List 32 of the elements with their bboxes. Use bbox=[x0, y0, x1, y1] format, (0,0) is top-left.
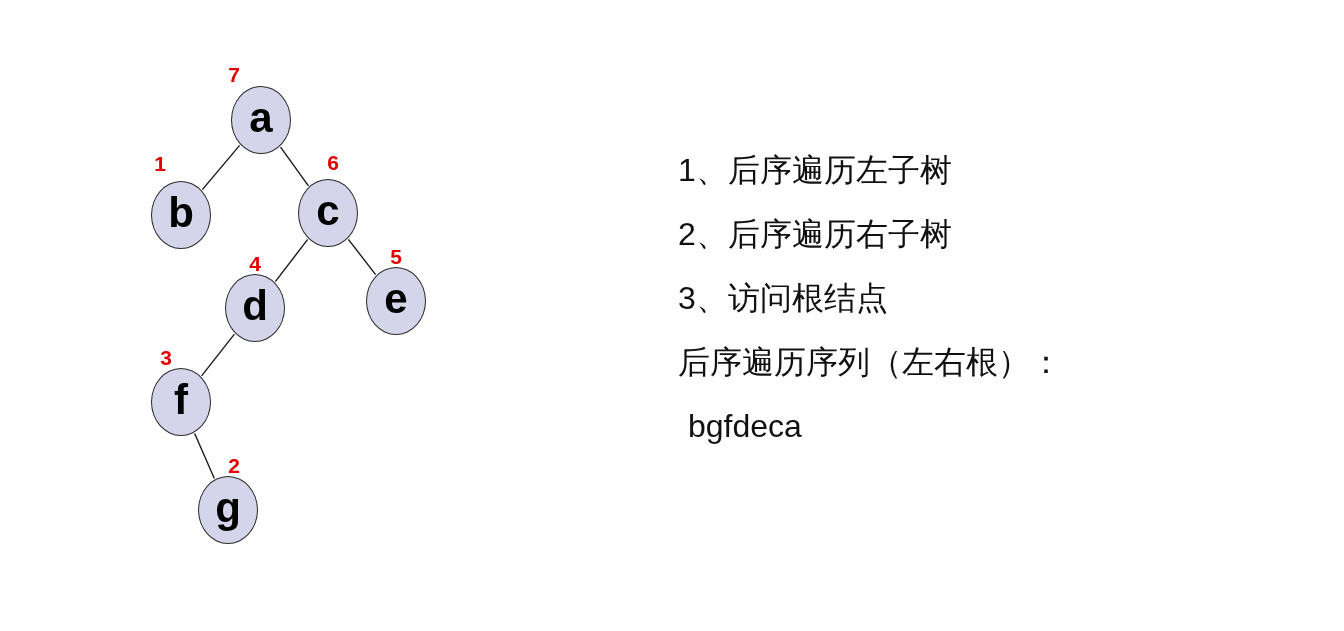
tree-node bbox=[366, 267, 426, 335]
tree-edge bbox=[201, 144, 241, 191]
order-number: 5 bbox=[390, 245, 402, 267]
order-number: 1 bbox=[154, 152, 166, 174]
node-letter: f bbox=[174, 379, 188, 421]
order-number: 2 bbox=[228, 454, 240, 476]
sequence-heading: 后序遍历序列（左右根）： bbox=[678, 343, 1062, 382]
tree-edge bbox=[347, 238, 377, 276]
tree-edge bbox=[200, 333, 236, 377]
step-text: 1、后序遍历左子树 bbox=[678, 151, 953, 190]
node-letter: e bbox=[384, 278, 408, 320]
tree-node bbox=[198, 476, 258, 544]
node-letter: g bbox=[215, 487, 241, 529]
tree-node bbox=[151, 368, 211, 436]
tree-node bbox=[151, 181, 211, 249]
step-text: 3、访问根结点 bbox=[678, 279, 889, 318]
node-letter: c bbox=[316, 190, 340, 232]
tree-node bbox=[225, 274, 285, 342]
order-number: 6 bbox=[327, 151, 339, 173]
order-number: 4 bbox=[249, 252, 261, 274]
order-number: 3 bbox=[160, 346, 172, 368]
tree-edge bbox=[274, 238, 309, 283]
tree-node bbox=[298, 179, 358, 247]
order-number: 7 bbox=[228, 63, 240, 85]
node-letter: d bbox=[242, 285, 268, 327]
tree-edge bbox=[279, 146, 310, 187]
node-letter: b bbox=[168, 192, 194, 234]
node-letter: a bbox=[249, 97, 273, 139]
tree-edge bbox=[193, 432, 216, 480]
sequence-result: bgfdeca bbox=[687, 407, 803, 446]
tree-node bbox=[231, 86, 291, 154]
step-text: 2、后序遍历右子树 bbox=[678, 215, 953, 254]
